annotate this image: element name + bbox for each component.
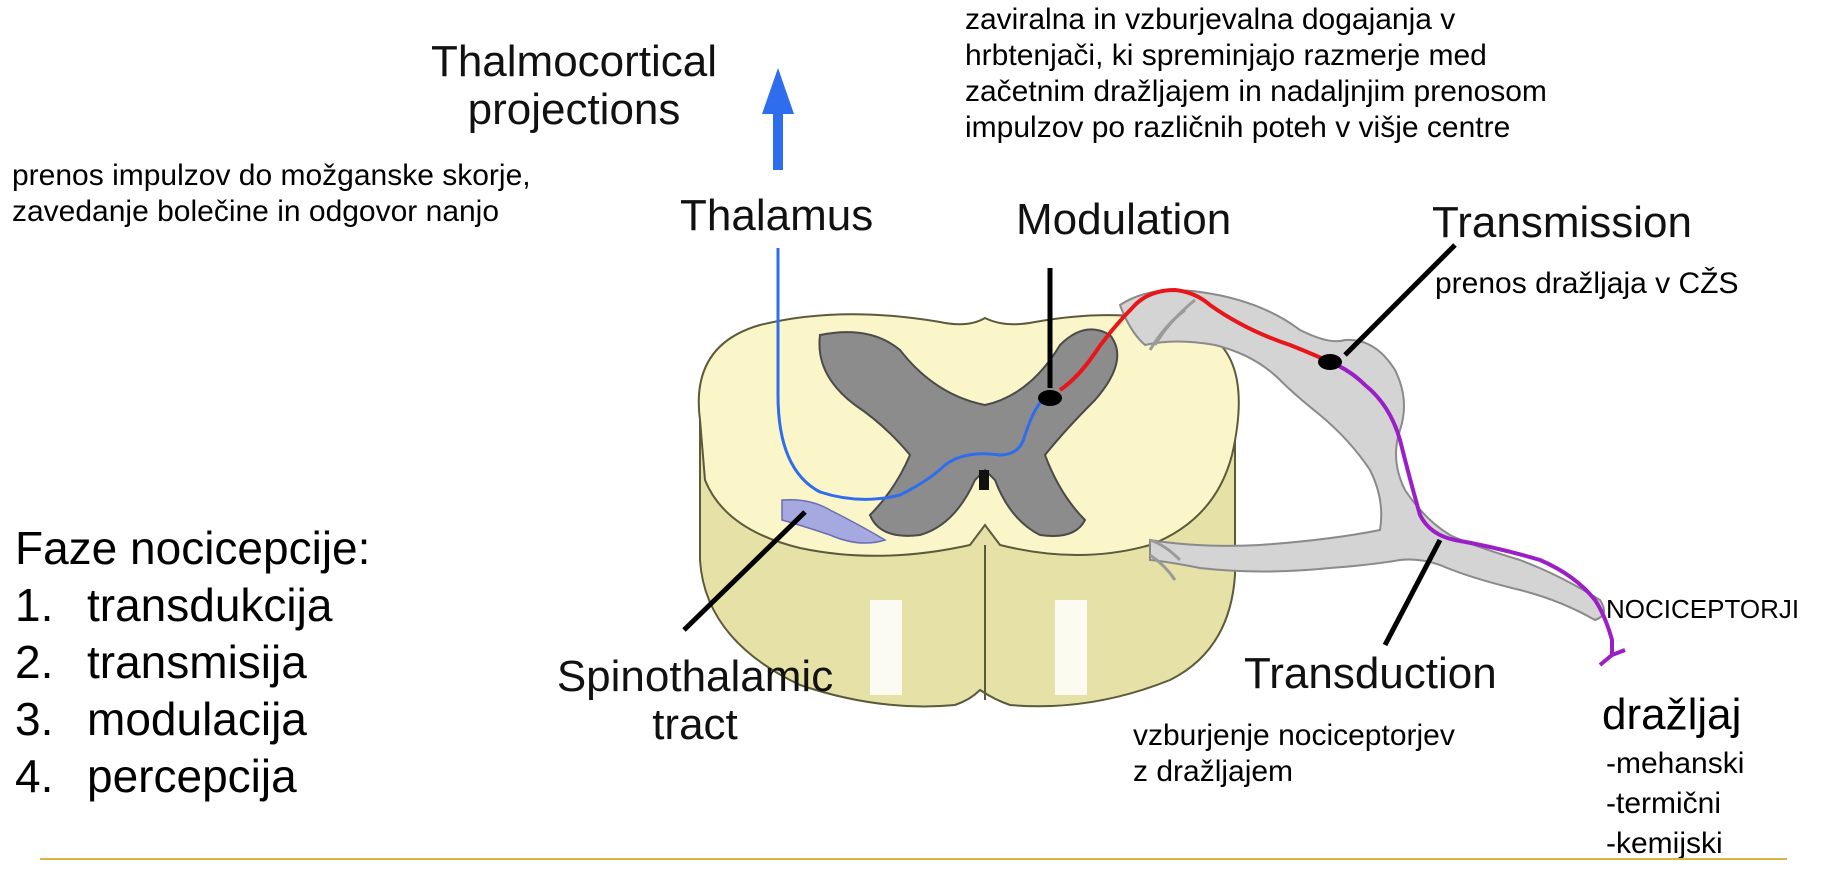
modulation-description-line1: zaviralna in vzburjevalna dogajanja v: [965, 2, 1547, 38]
phases-title: Faze nocicepcije:: [15, 522, 370, 574]
transduction-label: Transduction: [1244, 650, 1497, 698]
phase-number: 3.: [15, 691, 53, 748]
thalmocortical-label-line1: Thalmocortical: [399, 38, 749, 86]
stimulus-title: dražljaj: [1602, 690, 1741, 740]
stimulus-types: -mehanski -termični -kemijski: [1606, 744, 1744, 864]
nociceptorji-label: NOCICEPTORJI: [1606, 594, 1799, 624]
thalmocortical-label-line2: projections: [399, 86, 749, 134]
transmission-description: prenos dražljaja v CŽS: [1435, 266, 1738, 302]
central-canal: [979, 470, 989, 490]
thalamocortical-arrow-shaft: [773, 112, 783, 170]
transduction-description: vzburjenje nociceptorjev z dražljajem: [1133, 718, 1455, 790]
transduction-description-line1: vzburjenje nociceptorjev: [1133, 718, 1455, 754]
thalamus-description-line2: zavedanje bolečine in odgovor nanjo: [12, 194, 531, 230]
phase-label: percepcija: [87, 750, 297, 802]
spinothalamic-label-line1: Spinothalamic: [530, 653, 860, 701]
phase-item: 4. percepcija: [15, 748, 332, 805]
stimulus-type-item: -termični: [1606, 784, 1744, 824]
phase-label: modulacija: [87, 693, 307, 745]
modulation-description-line3: začetnim dražljajem in nadaljnjim prenos…: [965, 74, 1547, 110]
transduction-description-line2: z dražljajem: [1133, 754, 1455, 790]
thalmocortical-label: Thalmocortical projections: [399, 38, 749, 134]
dorsal-root-ganglion-dot: [1318, 354, 1342, 370]
modulation-label: Modulation: [1016, 196, 1231, 244]
phase-item: 2. transmisija: [15, 634, 332, 691]
modulation-description: zaviralna in vzburjevalna dogajanja v hr…: [965, 2, 1547, 146]
spinothalamic-label: Spinothalamic tract: [530, 653, 860, 749]
spinothalamic-label-line2: tract: [530, 701, 860, 749]
thalamus-description: prenos impulzov do možganske skorje, zav…: [12, 158, 531, 230]
phase-label: transdukcija: [87, 579, 332, 631]
thalamus-description-line1: prenos impulzov do možganske skorje,: [12, 158, 531, 194]
thalamocortical-arrow-head: [762, 68, 794, 114]
phase-number: 4.: [15, 748, 53, 805]
stimulus-type-item: -mehanski: [1606, 744, 1744, 784]
footer-divider: [40, 858, 1787, 860]
transmission-label: Transmission: [1432, 199, 1692, 247]
modulation-description-line4: impulzov po različnih poteh v višje cent…: [965, 110, 1547, 146]
phase-number: 1.: [15, 577, 53, 634]
phase-label: transmisija: [87, 636, 307, 688]
synapse-dot: [1038, 390, 1062, 406]
phase-item: 1. transdukcija: [15, 577, 332, 634]
phase-number: 2.: [15, 634, 53, 691]
phase-item: 3. modulacija: [15, 691, 332, 748]
phases-list: 1. transdukcija 2. transmisija 3. modulacij…: [15, 577, 332, 805]
modulation-description-line2: hrbtenjači, ki spreminjajo razmerje med: [965, 38, 1547, 74]
thalamus-label: Thalamus: [680, 192, 873, 240]
